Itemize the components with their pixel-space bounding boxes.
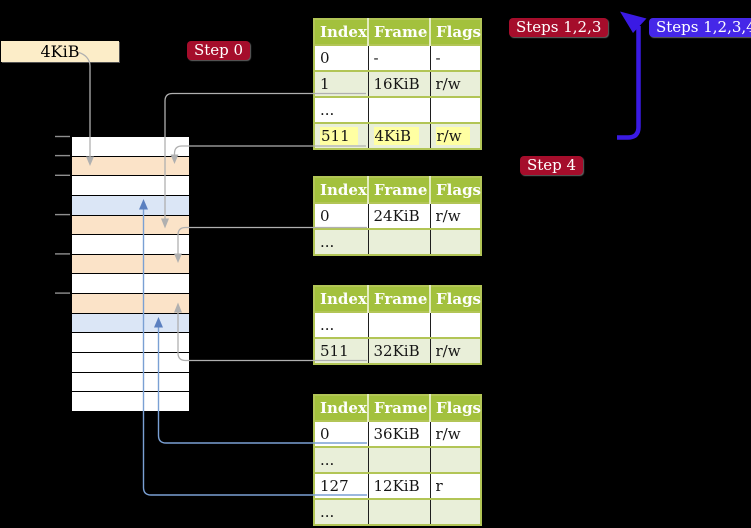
loopback-arrow-head <box>620 11 647 33</box>
col-header-frame: Frame <box>368 286 431 312</box>
table-row: ... <box>314 446 481 473</box>
col-header-index: Index <box>314 395 369 421</box>
cell-flags <box>430 446 481 473</box>
table-row-highlighted: 511 4KiB r/w <box>314 122 481 149</box>
memory-frame-row-page-table <box>72 156 189 177</box>
memory-frame-row-free <box>72 137 189 157</box>
memory-frame-row-page <box>72 313 189 334</box>
page-table-4: Index Frame Flags 0 36KiB r/w ... 127 12… <box>313 394 482 526</box>
cell-frame: 16KiB <box>368 70 431 97</box>
table-header-row: Index Frame Flags <box>314 19 481 45</box>
col-header-flags: Flags <box>430 19 481 45</box>
col-header-index: Index <box>314 177 369 203</box>
cell-frame: 4KiB <box>368 122 431 149</box>
col-header-flags: Flags <box>430 177 481 203</box>
table-row: 511 32KiB r/w <box>314 337 481 364</box>
cell-frame: 12KiB <box>368 472 431 499</box>
cell-flags <box>430 96 481 123</box>
page-table-1: Index Frame Flags 0 - - 1 16KiB r/w ... … <box>313 18 482 150</box>
highlighted-value: 4KiB <box>373 127 420 145</box>
table-row: ... <box>314 311 481 338</box>
table-row: ... <box>314 228 481 255</box>
memory-frame-row-page <box>72 195 189 216</box>
table-header-row: Index Frame Flags <box>314 177 481 203</box>
cell-index: ... <box>314 311 369 338</box>
memory-frame-row-free <box>72 333 189 354</box>
col-header-index: Index <box>314 19 369 45</box>
page-table-3: Index Frame Flags ... 511 32KiB r/w <box>313 285 482 365</box>
cell-flags <box>430 498 481 525</box>
cell-index: 511 <box>314 122 369 149</box>
highlighted-value: 511 <box>320 127 358 145</box>
highlighted-value: r/w <box>435 127 470 145</box>
cell-frame <box>368 228 431 255</box>
cell-index: 511 <box>314 337 369 364</box>
memory-frame-row-page-table <box>72 254 189 275</box>
table-row: 1 16KiB r/w <box>314 70 481 97</box>
col-header-frame: Frame <box>368 395 431 421</box>
steps123-badge: Steps 1,2,3 <box>509 18 609 37</box>
col-header-index: Index <box>314 286 369 312</box>
cell-index: 0 <box>314 420 369 447</box>
col-header-frame: Frame <box>368 177 431 203</box>
memory-frame-row-free <box>72 274 189 295</box>
cell-flags: r/w <box>430 122 481 149</box>
table-row: 0 36KiB r/w <box>314 420 481 447</box>
cell-flags: r <box>430 472 481 499</box>
memory-frame-row-free <box>72 176 189 196</box>
cell-flags: r/w <box>430 337 481 364</box>
cell-flags: - <box>430 44 481 71</box>
cell-frame <box>368 96 431 123</box>
table-row: 127 12KiB r <box>314 472 481 499</box>
memory-frame-row-free <box>72 235 189 255</box>
cell-flags <box>430 228 481 255</box>
cell-frame <box>368 446 431 473</box>
col-header-flags: Flags <box>430 395 481 421</box>
cell-frame <box>368 498 431 525</box>
table-row: 0 - - <box>314 44 481 71</box>
page-size-label: 4KiB <box>1 41 119 62</box>
memory-frame-row-free <box>72 353 189 373</box>
table-header-row: Index Frame Flags <box>314 395 481 421</box>
cell-flags: r/w <box>430 70 481 97</box>
col-header-flags: Flags <box>430 286 481 312</box>
cell-flags: r/w <box>430 420 481 447</box>
page-table-2: Index Frame Flags 0 24KiB r/w ... <box>313 176 482 256</box>
steps1234-badge: Steps 1,2,3,4 <box>649 18 751 37</box>
cell-index: 127 <box>314 472 369 499</box>
table-row: ... <box>314 96 481 123</box>
cell-index: 0 <box>314 44 369 71</box>
loopback-arrow-shaft <box>617 26 641 140</box>
cell-frame <box>368 311 431 338</box>
memory-frame-row-page-table <box>72 294 189 314</box>
cell-index: ... <box>314 96 369 123</box>
cell-index: ... <box>314 228 369 255</box>
cell-frame: 24KiB <box>368 202 431 229</box>
cell-frame: - <box>368 44 431 71</box>
table-row: ... <box>314 498 481 525</box>
cell-index: 0 <box>314 202 369 229</box>
cell-index: 1 <box>314 70 369 97</box>
memory-tick-marks <box>55 135 70 294</box>
memory-stack <box>71 136 190 412</box>
step4-badge: Step 4 <box>520 156 584 175</box>
memory-frame-row-page-table <box>72 215 189 236</box>
table-header-row: Index Frame Flags <box>314 286 481 312</box>
cell-flags <box>430 311 481 338</box>
memory-frame-row-free <box>72 372 189 393</box>
cell-frame: 36KiB <box>368 420 431 447</box>
col-header-frame: Frame <box>368 19 431 45</box>
cell-frame: 32KiB <box>368 337 431 364</box>
cell-flags: r/w <box>430 202 481 229</box>
table-row: 0 24KiB r/w <box>314 202 481 229</box>
cell-index: ... <box>314 498 369 525</box>
step0-badge: Step 0 <box>187 41 251 60</box>
memory-frame-row-free <box>72 392 189 411</box>
cell-index: ... <box>314 446 369 473</box>
